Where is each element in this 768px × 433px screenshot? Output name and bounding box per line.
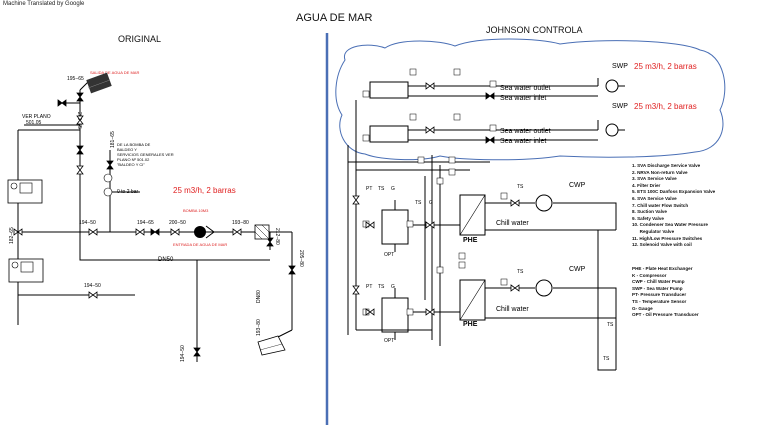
ts-label-1: TS xyxy=(378,186,385,192)
pipe-label-193-80: 193−80 xyxy=(232,220,249,226)
right-title: JOHNSON CONTROLA xyxy=(486,25,583,35)
condensador-label-2: CONDENSADOR xyxy=(11,276,43,281)
legend-list: 1. SVA Discharge Service Valve 2. NRVA N… xyxy=(632,163,715,249)
legend-item: 3. SVA Service Valve xyxy=(632,176,677,182)
legend-item: 2. NRVA Non-return Valve xyxy=(632,169,688,175)
left-title: ORIGINAL xyxy=(118,34,162,44)
condenser-label-2: Sea Water Condenser xyxy=(376,132,406,136)
abbrev-item: CWP - Chill Water Pump xyxy=(632,279,685,285)
legend-item: 10. Condenser Sea Water Pressure xyxy=(632,222,708,228)
pipe-label-200-50: 200−50 xyxy=(169,220,186,226)
pipe-label-194-50-a: 194−50 xyxy=(79,220,96,226)
pipe-label-194-65: 194−65 xyxy=(137,220,154,226)
abbrev-item: SWP - Sea Water Pump xyxy=(632,285,683,291)
dn50-label: DN50 xyxy=(158,257,174,263)
abbreviation-list: PHE - Plate Heat Exchanger K - Compresso… xyxy=(632,266,699,319)
abbrev-item: G- Gauge xyxy=(632,305,653,311)
dn80-label: DN80 xyxy=(256,290,262,303)
right-flow-label-2: 25 m3/h, 2 barras xyxy=(634,102,697,111)
instrument-gauges xyxy=(103,173,113,197)
pipe-label-212-80: 212−80 xyxy=(274,228,280,245)
bomba-note-1: DE LA BOMBA DE xyxy=(117,142,151,147)
bomba-note-3: SERVICIOS GENERALES VER xyxy=(117,152,174,157)
k-label-2: K xyxy=(392,313,398,320)
bomba-pump xyxy=(194,225,215,239)
salida-label: SALIDA DE AGUA DE MAR xyxy=(90,70,140,75)
pipe-label-181-65: 181−65 xyxy=(110,131,116,148)
ver-plano-number: 501.05 xyxy=(26,120,42,126)
legend-item: 11. High/Low Pressure Switches xyxy=(632,235,703,241)
pipe-label-195-65: 195−65 xyxy=(67,76,84,82)
hull-opening xyxy=(257,335,286,356)
legend-item: 9. Safety Valve xyxy=(632,215,664,221)
legend-item: 1. SVA Discharge Service Valve xyxy=(632,163,701,168)
ver-plano-label: VER PLANO xyxy=(22,114,51,120)
swp-label-1: SWP xyxy=(612,63,628,70)
pipe-label-194-50-c: 194−50 xyxy=(180,345,186,362)
ts-label-2: TS xyxy=(378,284,385,290)
ts-label-top: TS xyxy=(517,184,524,190)
abbrev-item: OPT - Oil Pressure Transducer xyxy=(632,312,699,318)
machine-translated-note: Machine Translated by Google xyxy=(3,1,85,7)
sea-water-outlet-1: Sea water outlet xyxy=(500,85,551,92)
k-label-1: K xyxy=(392,226,398,233)
legend-item: 7. Chill water Flow Switch xyxy=(632,202,689,208)
sea-water-inlet-2: Sea water inlet xyxy=(500,138,547,145)
ts-label-bottom-1: TS xyxy=(607,322,614,328)
discharge-outlet xyxy=(86,72,112,94)
phe-label-2: PHE xyxy=(463,321,478,328)
pt-label-2: PT xyxy=(366,284,373,290)
abbrev-item: TS - Temperature Sensor xyxy=(632,298,687,304)
opt-label-2: OPT xyxy=(384,338,395,344)
chill-water-2: Chill water xyxy=(496,306,529,313)
instrument-tags xyxy=(362,68,508,316)
legend-item: 6. SVA Service Valve xyxy=(632,195,677,201)
johnson-valves xyxy=(352,82,520,316)
left-flow-label: 25 m3/h, 2 barras xyxy=(173,186,236,195)
abbrev-item: PT- Pressure Transducer xyxy=(632,292,687,298)
bomba-label: BOMBA 10M3 xyxy=(183,208,209,213)
bomba-note-5: "BALDEO Y CI" xyxy=(117,162,145,167)
legend-item: 8. Suction Valve xyxy=(632,209,667,215)
strainer xyxy=(254,224,270,240)
abbrev-item: K - Compressor xyxy=(632,272,667,278)
ts-label-bottom-2: TS xyxy=(603,356,610,362)
legend-item: 12. Solenoid Valve with coil xyxy=(632,242,692,248)
cwp-label-2: CWP xyxy=(569,266,586,273)
sea-water-outlet-2: Sea water outlet xyxy=(500,128,551,135)
johnson-piping xyxy=(347,78,625,371)
right-flow-label-1: 25 m3/h, 2 barras xyxy=(634,62,697,71)
legend-item: 4. Filter Drier xyxy=(632,182,661,188)
ts-label-1b: TS xyxy=(415,200,422,206)
chill-water-1: Chill water xyxy=(496,220,529,227)
legend-item: Regulator Valve xyxy=(632,228,675,234)
pipe-label-193-80-b: 193−80 xyxy=(256,319,262,336)
original-valves xyxy=(13,92,296,357)
condensador-label-1: CONDENSADOR xyxy=(10,197,42,202)
pipe-label-194-50-b: 194−50 xyxy=(84,283,101,289)
pt-label-1: PT xyxy=(366,186,373,192)
g-label-1: G xyxy=(391,186,395,192)
sea-water-inlet-1: Sea water inlet xyxy=(500,95,547,102)
ts-label-mid: TS xyxy=(517,269,524,275)
opt-label-1: OPT xyxy=(384,252,395,258)
cwp-label-1: CWP xyxy=(569,182,586,189)
pipe-label-200-65: 200−65 xyxy=(76,112,82,129)
condenser-label-1: Sea Water Condenser xyxy=(376,86,406,90)
bar-range-label: 0 to 2 bar xyxy=(117,189,139,195)
pipe-label-205-80: 205−80 xyxy=(298,250,304,267)
g-label-1b: G xyxy=(429,200,433,206)
abbrev-item: PHE - Plate Heat Exchanger xyxy=(632,266,693,271)
bomba-note-2: BALDEO Y xyxy=(117,147,137,152)
main-title: AGUA DE MAR xyxy=(296,12,373,24)
original-piping xyxy=(17,81,293,362)
swp-label-2: SWP xyxy=(612,103,628,110)
pipe-label-182-65: 182−65 xyxy=(9,227,15,244)
g-label-2: G xyxy=(391,284,395,290)
legend-item: 5. ETS 100C Danfoss Expansion Valve xyxy=(632,189,716,195)
bomba-note-4: PLANO Nº 501.02 xyxy=(117,157,150,162)
phe-label-1: PHE xyxy=(463,237,478,244)
entrada-label: ENTRADA DE AGUA DE MAR xyxy=(173,242,228,247)
